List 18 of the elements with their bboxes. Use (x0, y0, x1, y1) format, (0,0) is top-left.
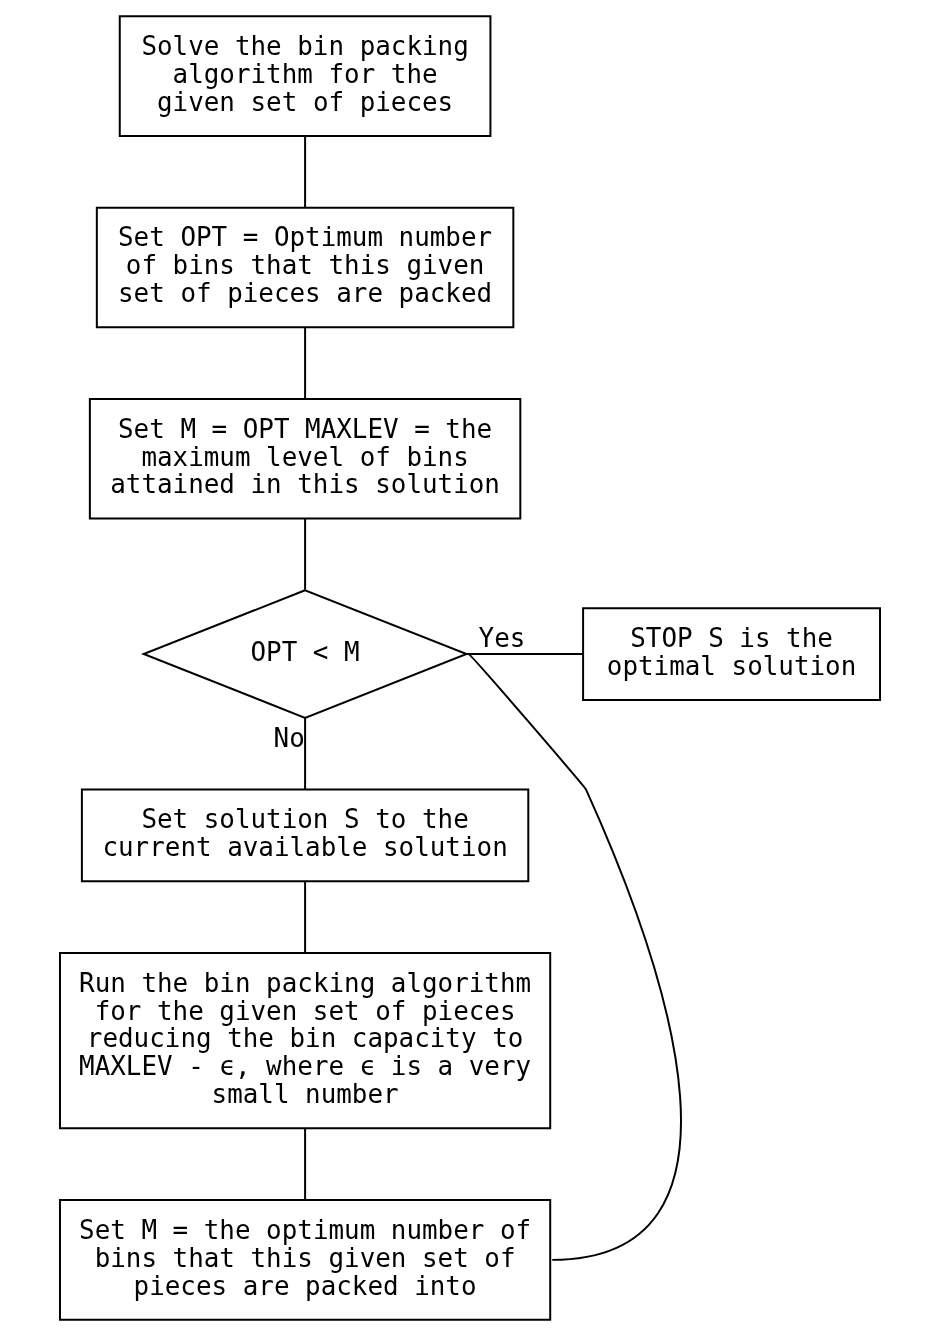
node-box: Run the bin packing algorithm for the given set of pieces reducing the bin capacity to MAXLEV - ϵ, where ϵ is a very small number (58, 952, 551, 1130)
node-box: STOP S is the optimal solution (581, 607, 881, 701)
node-box: Set OPT = Optimum number of bins that this given set of pieces are packed (95, 206, 514, 329)
connector (303, 326, 306, 400)
node-diamond: OPT < M (140, 589, 469, 719)
edge-label: Yes (478, 622, 525, 653)
node-box: Set M = OPT MAXLEV = the maximum level of bins attained in this solution (88, 397, 521, 520)
node-box: Set M = the optimum number of bins that this given set of pieces are packed into (58, 1199, 551, 1321)
connector (303, 517, 306, 591)
connector (303, 1127, 306, 1201)
connector (303, 135, 306, 209)
connector (467, 653, 681, 1261)
edge-label: No (273, 723, 305, 754)
connector (465, 653, 584, 656)
node-box: Solve the bin packing algorithm for the given set of pieces (118, 15, 491, 137)
connector (303, 717, 306, 791)
node-box: Set solution S to the current available solution (80, 788, 529, 883)
connector (303, 881, 306, 954)
